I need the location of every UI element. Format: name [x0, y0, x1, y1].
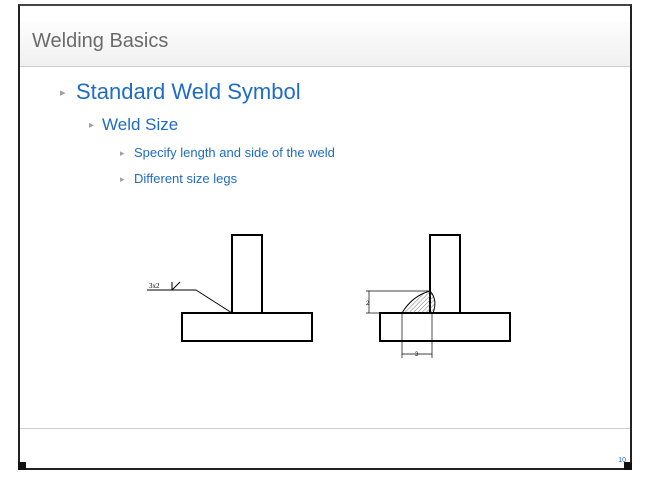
leg-vertical-label: 2 — [366, 301, 370, 307]
page-number: 10 — [618, 457, 626, 464]
leg-dimensions: 2 3 — [366, 290, 433, 358]
bullet-arrow-icon: ▸ — [60, 87, 66, 99]
bullet-level-2: Weld Size — [102, 115, 179, 134]
slide-title: Welding Basics — [32, 30, 169, 52]
footer-divider — [20, 428, 630, 429]
left-t-joint — [181, 234, 313, 342]
corner-mark — [18, 462, 26, 470]
title-bar — [20, 22, 630, 67]
corner-mark — [624, 462, 632, 470]
slide-frame — [18, 4, 632, 470]
bullet-level-3: Different size legs — [134, 171, 238, 186]
bullet-level-3: Specify length and side of the weld — [134, 145, 335, 160]
leg-horizontal-label: 3 — [415, 352, 419, 358]
bullet-arrow-icon: ▸ — [120, 174, 125, 184]
bullet-arrow-icon: ▸ — [120, 148, 125, 158]
bullet-arrow-icon: ▸ — [89, 120, 95, 131]
right-t-joint — [379, 234, 511, 342]
bullet-level-1: Standard Weld Symbol — [76, 79, 301, 104]
weld-symbol: 3x2 — [147, 281, 233, 314]
weld-symbol-label: 3x2 — [149, 282, 160, 290]
